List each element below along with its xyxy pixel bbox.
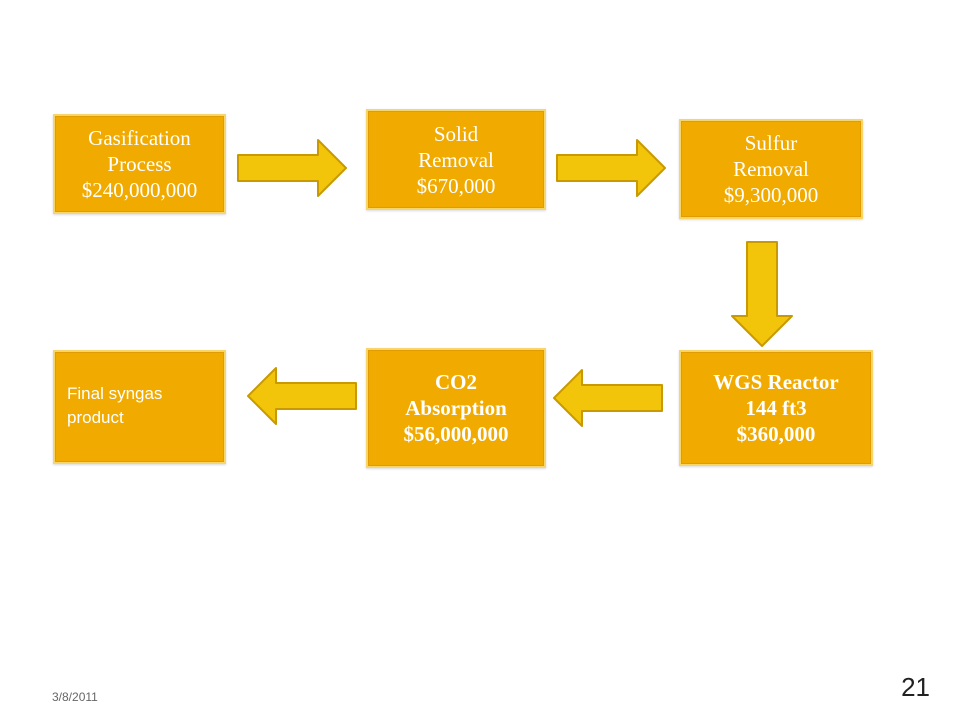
box-line: $670,000 <box>416 173 496 198</box>
box-line: $240,000,000 <box>81 178 198 202</box>
box-line: Final syngas <box>67 384 163 403</box>
box-line: Removal <box>418 147 494 172</box>
solid-removal-box: Solid Removal $670,000 <box>366 109 546 210</box>
slide-date: 3/8/2011 <box>52 690 98 704</box>
box-line: $360,000 <box>736 422 816 446</box>
arrow-down-icon <box>731 241 793 347</box>
slide-number: 21 <box>901 672 930 702</box>
sulfur-removal-box: Sulfur Removal $9,300,000 <box>679 119 863 219</box>
box-line: WGS Reactor <box>713 370 839 394</box>
arrow-left-icon <box>553 369 663 427</box>
final-syngas-product-box: Final syngas product <box>53 350 226 464</box>
box-line: $56,000,000 <box>403 422 509 446</box>
box-line: 144 ft3 <box>745 396 807 420</box>
box-line: Absorption <box>405 396 507 420</box>
box-line: product <box>67 408 124 427</box>
box-line: CO2 <box>435 370 477 394</box>
arrow-right-icon <box>556 139 666 197</box>
wgs-reactor-box: WGS Reactor 144 ft3 $360,000 <box>679 350 873 466</box>
arrow-right-icon <box>237 139 347 197</box>
arrow-left-icon <box>247 367 357 425</box>
co2-absorption-box: CO2 Absorption $56,000,000 <box>366 348 546 468</box>
box-line: Process <box>107 152 172 176</box>
box-line: Gasification <box>88 126 191 150</box>
box-line: Removal <box>733 157 809 181</box>
box-line: Solid <box>433 121 479 146</box>
box-line: Sulfur <box>744 131 798 155</box>
box-line: $9,300,000 <box>723 183 819 207</box>
gasification-process-box: Gasification Process $240,000,000 <box>53 114 226 214</box>
